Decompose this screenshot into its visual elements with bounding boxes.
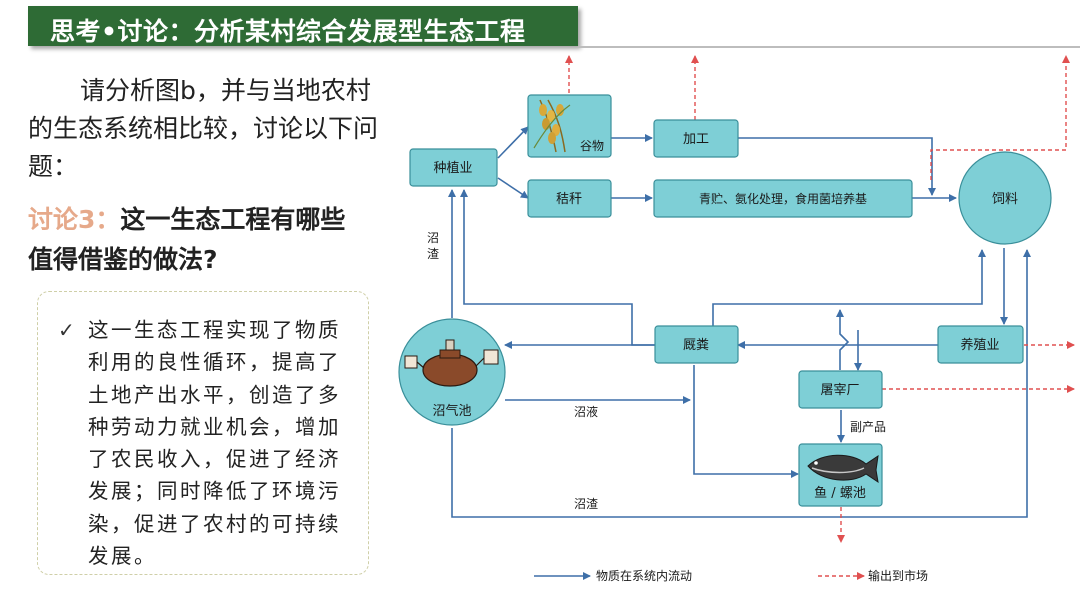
question-text-2: 值得借鉴的做法? [28, 245, 218, 274]
node-breeding-label: 养殖业 [960, 337, 999, 353]
internal-flow-arrows [448, 126, 1031, 518]
node-slaughter: 屠宰厂 [798, 370, 883, 409]
fish-icon [807, 454, 879, 484]
node-manure-label: 厩粪 [683, 338, 709, 353]
title-bar: 思考•讨论：分析某村综合发展型生态工程 [28, 6, 578, 46]
node-processing-label: 加工 [683, 132, 709, 147]
question-line-1: 讨论3：这一生态工程有哪些 [28, 200, 345, 236]
legend-internal-label: 物质在系统内流动 [596, 569, 692, 583]
market-arrow-treatment [930, 55, 1070, 180]
node-treatment: 青贮、氨化处理，食用菌培养基 [653, 179, 913, 218]
answer-box [37, 291, 369, 575]
node-manure: 厩粪 [654, 325, 739, 364]
arrow-planting-straw [497, 177, 529, 199]
arrow-planting-grain [497, 126, 529, 159]
edge-label-residue-line-2: 渣 [427, 247, 439, 261]
title-underline [578, 46, 1080, 48]
page-title: 思考•讨论：分析某村综合发展型生态工程 [50, 17, 526, 46]
checkmark-icon: ✓ [58, 318, 75, 342]
question-text-1: 这一生态工程有哪些 [120, 205, 346, 234]
answer-text: 这一生态工程实现了物质利用的良性循环，提高了土地产出水平，创造了多种劳动力就业机… [88, 318, 341, 569]
arrow-processing-feed [738, 137, 936, 196]
node-processing: 加工 [653, 119, 739, 158]
intro-text-content: 请分析图b，并与当地农村的生态系统相比较，讨论以下问题： [28, 76, 379, 181]
edge-label-residue-bottom: 沼渣 [574, 497, 598, 511]
node-straw: 秸秆 [527, 179, 612, 218]
node-feed-label: 饲料 [992, 192, 1018, 207]
legend-market-label: 输出到市场 [868, 568, 928, 583]
question-label: 讨论3： [28, 205, 121, 234]
arrow-slaughter-feed-up [836, 309, 850, 370]
node-treatment-label: 青贮、氨化处理，食用菌培养基 [699, 191, 867, 206]
legend: 物质在系统内流动 输出到市场 [534, 568, 928, 583]
biogas-tank-icon [404, 339, 499, 387]
arrow-bottom-residue-feed [451, 249, 1031, 518]
arrow-manure-fish [693, 365, 799, 478]
node-planting: 种植业 [409, 148, 498, 187]
node-slaughter-label: 屠宰厂 [820, 382, 859, 398]
node-fish: 鱼 / 螺池 [798, 443, 883, 507]
node-breeding: 养殖业 [937, 325, 1024, 364]
node-grain: 谷物 [527, 94, 612, 158]
node-feed: 饲料 [958, 151, 1052, 245]
node-biogas-label: 沼气池 [432, 403, 471, 419]
node-grain-label: 谷物 [580, 139, 604, 153]
market-output-arrows [565, 55, 1075, 543]
intro-text: 请分析图b，并与当地农村的生态系统相比较，讨论以下问题： [28, 72, 388, 186]
arrow-manure-feed [712, 249, 986, 326]
node-straw-label: 秸秆 [556, 192, 582, 207]
node-biogas: 沼气池 [398, 318, 506, 426]
node-planting-label: 种植业 [433, 161, 472, 176]
edge-label-liquid: 沼液 [574, 404, 598, 419]
edge-label-byproduct: 副产品 [850, 420, 886, 434]
grain-icon [533, 99, 571, 153]
node-fish-label: 鱼 / 螺池 [814, 485, 866, 501]
edge-label-residue-line-1: 沼 [427, 231, 439, 245]
